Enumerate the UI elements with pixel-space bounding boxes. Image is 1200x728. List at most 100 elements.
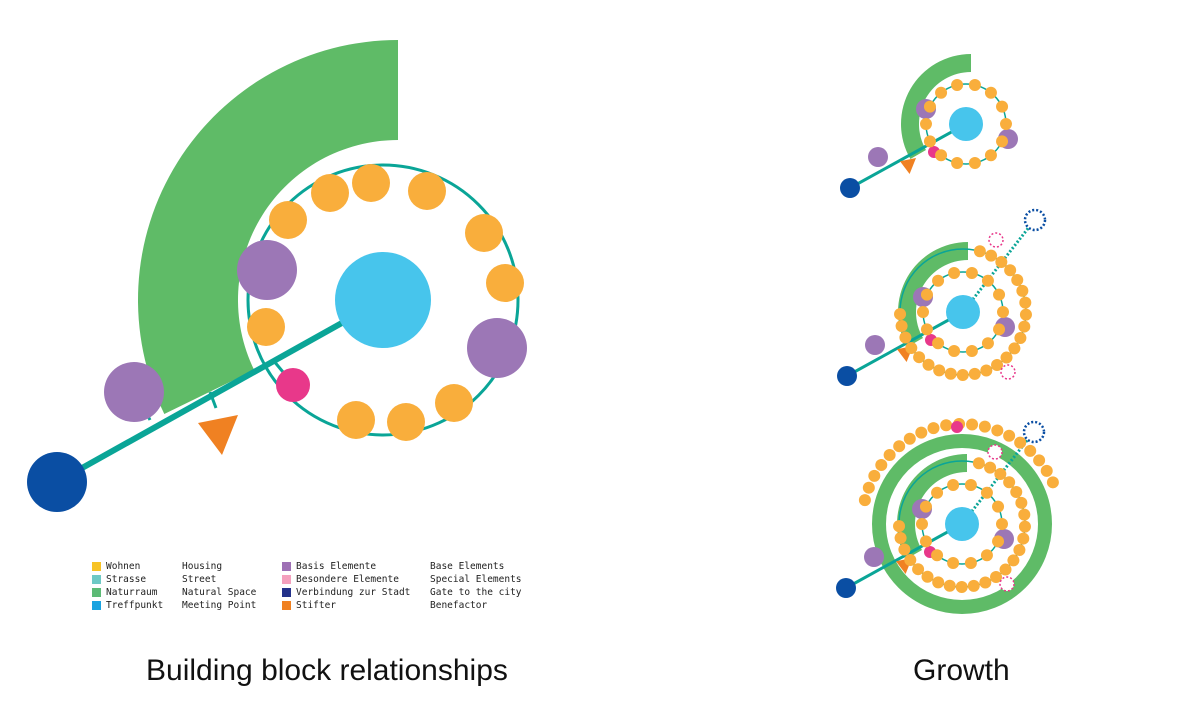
housing-unit xyxy=(935,149,948,162)
housing-unit xyxy=(968,79,981,92)
legend-swatch xyxy=(92,601,101,610)
street-extension xyxy=(961,221,1035,313)
legend-swatch xyxy=(282,601,291,610)
housing-unit xyxy=(980,549,993,562)
housing-unit xyxy=(980,364,993,377)
housing-unit xyxy=(858,494,871,507)
housing-unit xyxy=(965,344,978,357)
housing-unit xyxy=(923,135,936,148)
housing-unit xyxy=(894,532,907,545)
natural-space-arc xyxy=(897,454,967,559)
housing-unit xyxy=(247,308,285,346)
housing-unit xyxy=(408,172,446,210)
housing-unit xyxy=(917,306,929,318)
future-special xyxy=(999,576,1015,592)
housing-unit xyxy=(893,520,906,533)
housing-unit xyxy=(948,344,961,357)
legend-swatch xyxy=(282,575,291,584)
gate-to-city xyxy=(836,578,856,598)
legend-label-en: Gate to the city xyxy=(430,587,522,598)
legend-label-de: Stifter xyxy=(296,600,337,611)
legend-swatch xyxy=(92,562,101,571)
housing-unit xyxy=(1014,331,1027,344)
base-element xyxy=(864,547,884,567)
housing-ring xyxy=(246,163,520,437)
housing-unit xyxy=(979,576,992,589)
legend-label-de: Verbindung zur Stadt xyxy=(296,587,411,598)
housing-unit xyxy=(947,479,960,492)
special-element xyxy=(951,421,963,433)
housing-unit xyxy=(947,556,960,569)
housing-unit xyxy=(972,457,985,470)
housing-unit xyxy=(435,384,473,422)
housing-unit xyxy=(1003,429,1016,442)
future-gate xyxy=(1022,420,1046,444)
housing-unit xyxy=(1003,476,1016,489)
legend-label-en: Benefactor xyxy=(430,600,488,611)
housing-unit xyxy=(894,308,907,321)
housing-unit xyxy=(919,535,932,548)
housing-unit xyxy=(966,418,979,431)
housing-unit xyxy=(1013,543,1026,556)
housing-unit xyxy=(1018,520,1031,533)
housing-unit xyxy=(935,86,948,99)
housing-unit xyxy=(486,264,524,302)
legend-label-de: Strasse xyxy=(106,574,147,585)
housing-unit xyxy=(981,274,994,287)
future-gate xyxy=(1023,208,1047,232)
housing-unit xyxy=(1004,264,1017,277)
housing-unit xyxy=(951,79,964,92)
housing-unit xyxy=(991,359,1004,372)
street-extension xyxy=(960,433,1034,525)
gate-to-city xyxy=(840,178,860,198)
housing-unit xyxy=(948,267,961,280)
street-line xyxy=(55,297,385,485)
housing-unit xyxy=(992,535,1005,548)
future-special xyxy=(988,232,1004,248)
street-branch xyxy=(208,391,218,409)
housing-unit xyxy=(932,337,945,350)
housing-unit xyxy=(912,563,925,576)
legend-label-en: Meeting Point xyxy=(182,600,257,611)
meeting-point xyxy=(949,107,983,141)
street-branch xyxy=(271,359,285,373)
housing-unit xyxy=(993,323,1006,336)
natural-space-arc xyxy=(138,40,398,414)
housing-unit xyxy=(1040,464,1053,477)
housing-unit xyxy=(465,214,503,252)
housing-unit xyxy=(921,570,934,583)
housing-unit xyxy=(915,426,928,439)
housing-unit xyxy=(984,461,997,474)
gate-to-city xyxy=(837,366,857,386)
base-element xyxy=(104,362,164,422)
housing-unit xyxy=(967,579,980,592)
housing-unit xyxy=(1017,532,1030,545)
housing-unit xyxy=(1007,554,1020,567)
housing-unit xyxy=(913,351,926,364)
housing-unit xyxy=(997,306,1009,318)
housing-unit xyxy=(387,403,425,441)
legend-label-en: Natural Space xyxy=(182,587,257,598)
housing-unit xyxy=(999,563,1012,576)
housing-unit xyxy=(944,367,957,380)
legend-label-de: Basis Elemente xyxy=(296,561,377,572)
housing-unit xyxy=(1016,284,1029,297)
housing-unit xyxy=(1000,118,1012,130)
housing-unit xyxy=(973,245,986,258)
housing-unit xyxy=(352,164,390,202)
housing-unit xyxy=(1046,476,1059,489)
housing-unit xyxy=(996,100,1009,113)
housing-unit xyxy=(893,440,906,453)
housing-unit xyxy=(1000,351,1013,364)
housing-unit xyxy=(965,267,978,280)
meeting-point xyxy=(335,252,431,348)
base-element xyxy=(237,240,297,300)
meeting-point xyxy=(945,507,979,541)
housing-unit xyxy=(337,401,375,439)
legend-label-en: Housing xyxy=(182,561,223,572)
housing-unit xyxy=(875,458,888,471)
housing-unit xyxy=(933,364,946,377)
street-line xyxy=(846,310,964,378)
